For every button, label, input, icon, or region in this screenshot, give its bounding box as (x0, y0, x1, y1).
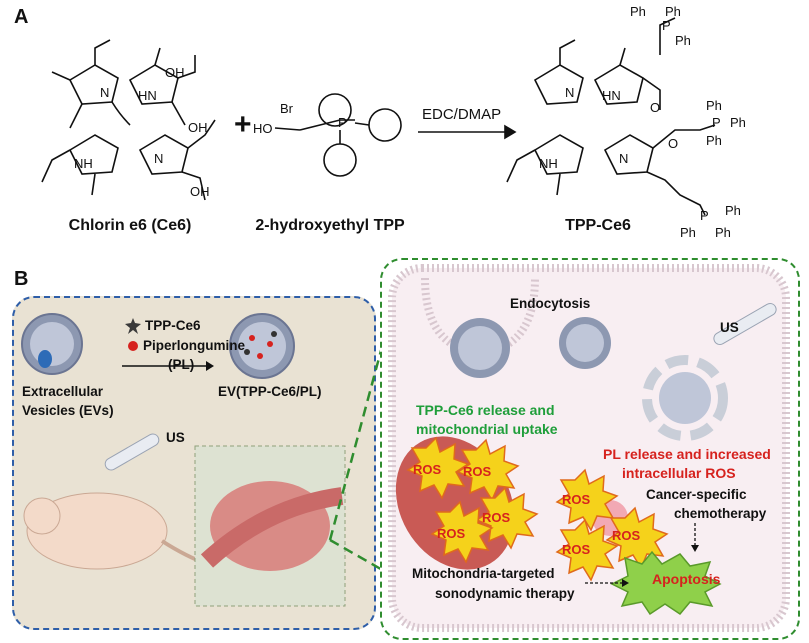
ros-label-1: ROS (413, 462, 442, 477)
product-ph-8: Ph (680, 225, 696, 240)
product-p-1: P (662, 18, 671, 33)
product-name: TPP-Ce6 (565, 217, 631, 234)
product-ph-4: Ph (706, 98, 722, 113)
chemical-scheme: N HN NH N OH OH OH HO Br P N HN NH N O O… (41, 4, 746, 240)
release-label-1: TPP-Ce6 release and (416, 402, 555, 418)
cancer-label-2: chemotherapy (674, 506, 767, 521)
ce6-oh-3: OH (190, 184, 210, 199)
ce6-nh: NH (74, 156, 93, 171)
piperlongumine-label: Piperlongumine (143, 338, 246, 353)
tpp-ce6-label: TPP-Ce6 (145, 318, 201, 333)
tpp-name: 2-hydroxyethyl TPP (255, 217, 405, 234)
ros-label-5: ROS (562, 492, 591, 507)
ce6-n-1: N (100, 85, 109, 100)
product-ph-5: Ph (730, 115, 746, 130)
product-ph-2: Ph (665, 4, 681, 19)
ev-label-2: Vesicles (EVs) (22, 403, 114, 418)
cancer-label-1: Cancer-specific (646, 487, 747, 502)
pl-label: (PL) (168, 357, 195, 372)
ce6-oh-1: OH (165, 65, 185, 80)
ros-label-3: ROS (482, 510, 511, 525)
product-ph-3: Ph (675, 33, 691, 48)
ce6-structure (41, 39, 216, 201)
ev-left-artwork (21, 313, 346, 607)
product-hn: HN (602, 88, 621, 103)
ros-label-2: ROS (463, 464, 492, 479)
ros-label-7: ROS (562, 542, 591, 557)
release-label-2: mitochondrial uptake (416, 421, 558, 437)
plus-sign: + (234, 108, 252, 141)
product-o-1: O (650, 100, 660, 115)
product-ph-9: Ph (715, 225, 731, 240)
product-p-2: P (712, 115, 721, 130)
product-o-2: O (668, 136, 678, 151)
ros-label-6: ROS (612, 528, 641, 543)
product-ph-7: Ph (725, 203, 741, 218)
mito-label-2: sonodynamic therapy (435, 586, 575, 601)
panel-b-label: B (14, 268, 29, 290)
ce6-hn: HN (138, 88, 157, 103)
endocytosis-label: Endocytosis (510, 296, 591, 311)
us-label-right: US (720, 320, 739, 335)
tpp-br: Br (280, 101, 294, 116)
tpp-p: P (338, 115, 347, 130)
product-p-3: P (700, 208, 709, 223)
product-nh: NH (539, 156, 558, 171)
ev-loaded-label: EV(TPP-Ce6/PL) (218, 384, 322, 399)
tpp-ce6-star-icon (125, 318, 141, 334)
product-n-2: N (619, 151, 628, 166)
reagent-label: EDC/DMAP (422, 106, 502, 123)
ce6-n-2: N (154, 151, 163, 166)
mito-label-1: Mitochondria-targeted (412, 566, 555, 581)
tpp-structure (274, 93, 402, 177)
ev-label-1: Extracellular (22, 384, 104, 399)
ph-icon-piperlongumine (128, 341, 138, 351)
tpp-ce6-structure (506, 17, 716, 216)
ros-bursts (406, 436, 722, 616)
product-n-1: N (565, 85, 574, 100)
panel-a-label: A (14, 6, 29, 28)
us-label-left: US (166, 430, 185, 445)
tpp-ho: HO (253, 121, 273, 136)
ros-label-4: ROS (437, 526, 466, 541)
apoptosis-label: Apoptosis (652, 571, 721, 587)
pl-release-label-1: PL release and increased (603, 446, 771, 462)
product-ph-6: Ph (706, 133, 722, 148)
ce6-name: Chlorin e6 (Ce6) (68, 217, 192, 234)
product-ph-1: Ph (630, 4, 646, 19)
ce6-oh-2: OH (188, 120, 208, 135)
pl-release-label-2: intracellular ROS (622, 465, 736, 481)
